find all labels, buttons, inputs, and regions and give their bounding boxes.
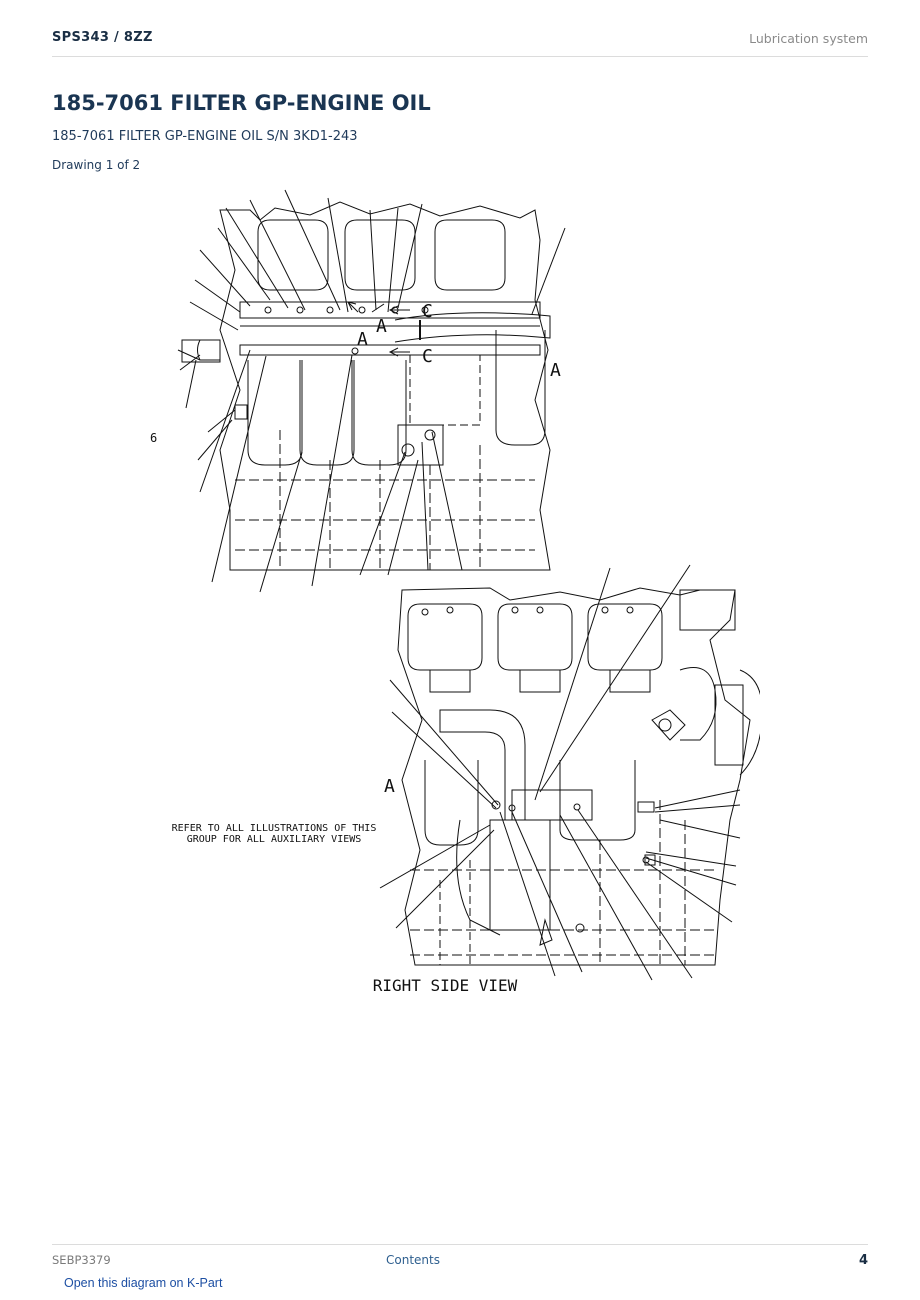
view-a-marker-bottom: A: [384, 776, 395, 797]
kpart-link[interactable]: Open this diagram on K-Part: [64, 1276, 223, 1290]
section-c-marker-top: C: [422, 301, 433, 322]
page-subtitle: 185-7061 FILTER GP-ENGINE OIL S/N 3KD1-2…: [52, 129, 358, 144]
page-header: SPS343 / 8ZZ Lubrication system: [52, 28, 868, 57]
engine-diagram[interactable]: A A A C C 6 A REFER TO ALL ILLUSTRATIONS…: [140, 180, 760, 1000]
view-a-marker-top: A: [357, 329, 368, 350]
section-name: Lubrication system: [749, 31, 868, 46]
contents-link[interactable]: Contents: [386, 1253, 440, 1267]
stray-mark: 6: [150, 431, 157, 445]
doc-id: SEBP3379: [52, 1253, 111, 1267]
view-caption: RIGHT SIDE VIEW: [373, 976, 518, 995]
view-a-marker-top-2: A: [376, 316, 387, 337]
diagram-svg: A A A C C 6 A REFER TO ALL ILLUSTRATIONS…: [150, 189, 760, 995]
page-number: 4: [858, 1253, 868, 1268]
view-a-marker-right: A: [550, 360, 561, 381]
section-c-marker-bottom: C: [422, 346, 433, 367]
drawing-number: Drawing 1 of 2: [52, 158, 141, 172]
note-line-1: REFER TO ALL ILLUSTRATIONS OF THIS: [172, 823, 377, 834]
doc-code: SPS343 / 8ZZ: [52, 30, 153, 45]
note-line-2: GROUP FOR ALL AUXILIARY VIEWS: [187, 834, 362, 845]
page-title: 185-7061 FILTER GP-ENGINE OIL: [52, 91, 431, 115]
page-footer: SEBP3379 Contents 4: [52, 1244, 868, 1275]
